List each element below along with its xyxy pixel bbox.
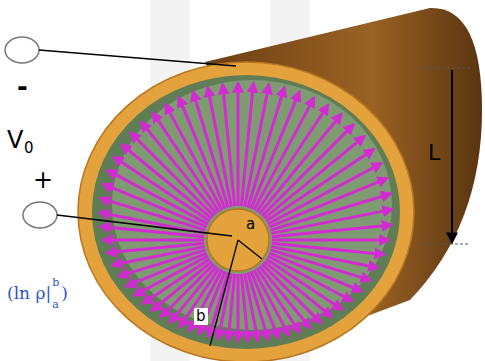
field-arrow — [272, 225, 392, 237]
terminal — [23, 202, 57, 228]
dimension-arrow — [451, 70, 453, 242]
field-arrow — [107, 243, 204, 253]
dimension-tick — [420, 244, 470, 245]
field-arrow — [272, 239, 389, 242]
field-arrow — [153, 113, 219, 212]
formula-text: (ln ρ| — [7, 285, 51, 302]
polarity-sign: - — [17, 74, 28, 100]
formula-limit: a — [52, 299, 59, 310]
field-arrow — [108, 170, 208, 224]
field-arrow — [271, 247, 377, 268]
formula-text: ) — [61, 285, 68, 302]
radius-label: a — [244, 216, 257, 233]
length-label: L — [428, 142, 440, 164]
polarity-sign: + — [33, 168, 53, 192]
field-arrow — [251, 92, 299, 209]
voltage-symbol: V — [7, 128, 23, 152]
cavity — [92, 75, 400, 349]
field-arrow — [266, 149, 373, 221]
field-arrow — [241, 274, 248, 341]
terminal — [5, 37, 39, 63]
radius-b-line — [210, 240, 238, 346]
dimension-tick — [422, 68, 470, 69]
field-arrow — [179, 97, 225, 208]
wire — [57, 215, 232, 236]
field-arrow — [262, 264, 321, 323]
field-arrow — [237, 274, 240, 341]
formula-limit: b — [52, 277, 59, 288]
field-arrow — [254, 270, 289, 335]
field-arrow — [103, 184, 206, 227]
field-arrow — [269, 178, 387, 227]
field-arrow — [237, 83, 240, 206]
field-arrow — [223, 85, 235, 207]
voltage-subscript: 0 — [24, 141, 34, 156]
radius-a-line — [238, 240, 262, 259]
field-arrow — [113, 247, 205, 265]
radius-label: b — [194, 308, 208, 325]
field-arrow — [134, 256, 208, 295]
wire — [39, 50, 236, 66]
field-arrow — [103, 239, 204, 242]
outer-conductor-rim — [78, 62, 414, 361]
